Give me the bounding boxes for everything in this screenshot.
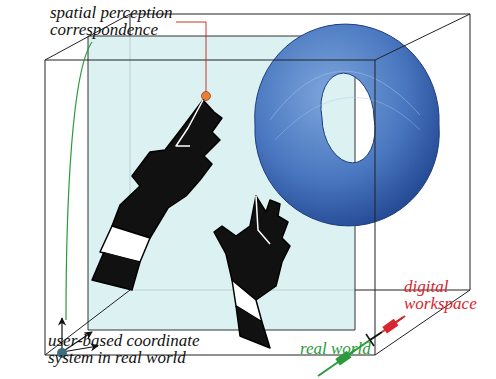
callout-label: spatial perception correspondence xyxy=(50,4,200,38)
torus xyxy=(255,24,440,226)
correspondence-point xyxy=(202,92,211,101)
hand-right xyxy=(214,196,290,348)
axis-label: user-based coordinate system in real wor… xyxy=(48,332,233,366)
leader-line xyxy=(66,42,92,320)
leader-line xyxy=(176,22,206,92)
axis-label: real world xyxy=(300,340,410,357)
hand-left xyxy=(92,100,222,290)
axis-label: digital workspace xyxy=(404,278,490,312)
